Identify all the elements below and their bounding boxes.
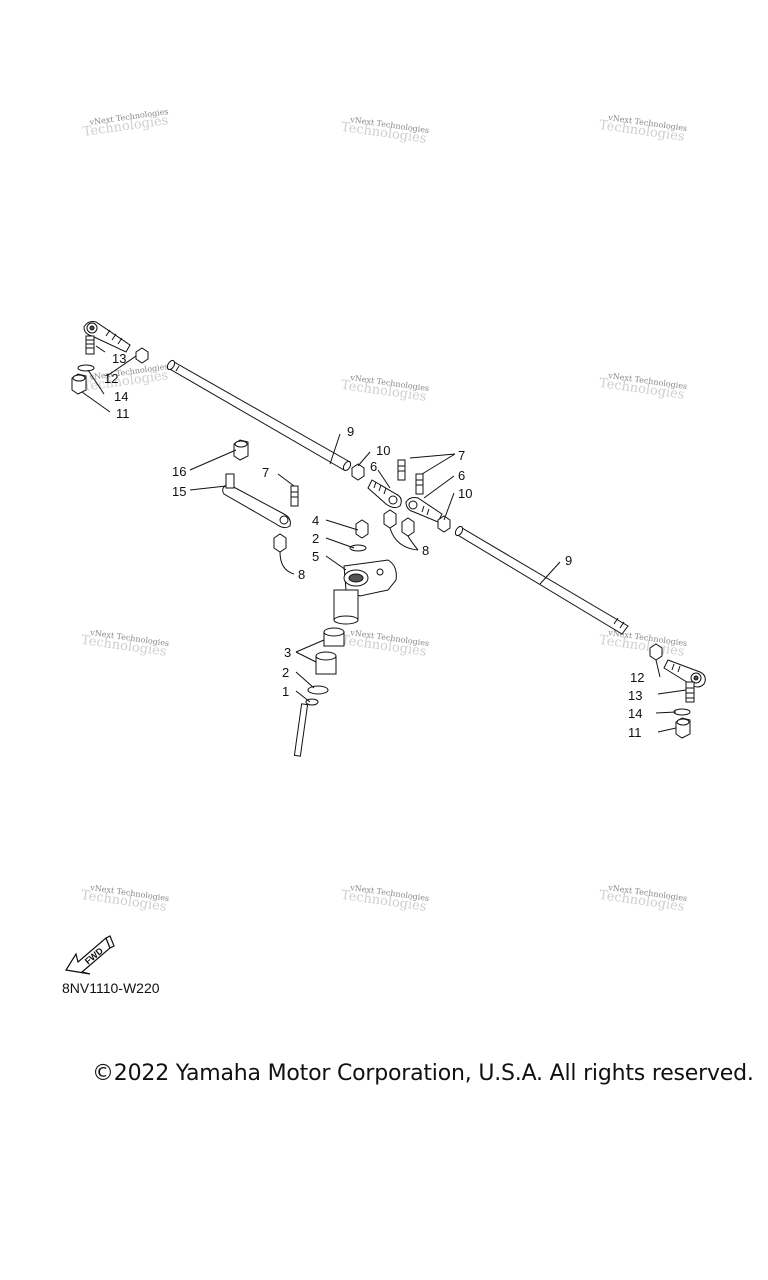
callout-2: 2	[312, 531, 319, 546]
bushing-3a	[323, 627, 345, 647]
bushing-3b	[315, 651, 337, 675]
washer-left	[77, 364, 95, 372]
callout-7: 7	[262, 465, 269, 480]
callout-6: 6	[370, 459, 377, 474]
pitman-bracket	[333, 559, 397, 625]
diagram-code: 8NV1110-W220	[62, 980, 160, 996]
callout-2: 2	[282, 665, 289, 680]
callout-15: 15	[172, 484, 186, 499]
callout-14: 14	[628, 706, 642, 721]
link-arm	[222, 473, 291, 529]
callout-9: 9	[347, 424, 354, 439]
callouts: 13 12 14 11 9 10 6 7 6 10 8 16 15 7 8 4 …	[104, 351, 644, 740]
rod-end-6a	[367, 479, 402, 509]
callout-16: 16	[172, 464, 186, 479]
callout-10: 10	[376, 443, 390, 458]
callout-4: 4	[312, 513, 319, 528]
bolt-left	[85, 335, 95, 355]
nut-left	[71, 373, 87, 395]
nut-8a	[383, 509, 397, 529]
callout-12: 12	[104, 371, 118, 386]
nut-16	[233, 439, 249, 461]
callout-1: 1	[282, 684, 289, 699]
leader-lines	[81, 345, 687, 733]
bolt-7c	[290, 485, 299, 507]
callout-6: 6	[458, 468, 465, 483]
bolt-1	[293, 698, 319, 757]
callout-7: 7	[458, 448, 465, 463]
bolt-right	[685, 681, 695, 703]
nut-4	[355, 519, 369, 539]
locknut-10b	[437, 515, 451, 533]
locknut-10a	[351, 463, 365, 481]
callout-13: 13	[112, 351, 126, 366]
left-rod-end	[83, 321, 131, 353]
nut-8c	[273, 533, 287, 553]
callout-3: 3	[284, 645, 291, 660]
callout-11: 11	[628, 725, 642, 740]
bolt-7b	[415, 473, 424, 495]
bolt-7a	[397, 459, 406, 481]
right-rod-end	[663, 659, 706, 688]
locknut-right	[649, 643, 663, 661]
callout-10: 10	[458, 486, 472, 501]
nut-right	[675, 717, 691, 739]
rod-end-6b	[405, 497, 443, 523]
callout-14: 14	[114, 389, 128, 404]
washer-right	[673, 708, 691, 716]
callout-13: 13	[628, 688, 642, 703]
fwd-arrow-icon: FWD	[65, 935, 115, 975]
callout-5: 5	[312, 549, 319, 564]
callout-11: 11	[116, 406, 130, 421]
callout-12: 12	[630, 670, 644, 685]
callout-9: 9	[565, 553, 572, 568]
callout-8: 8	[298, 567, 305, 582]
locknut-left	[135, 347, 149, 364]
left-tie-rod	[166, 359, 352, 472]
nut-8b	[401, 517, 415, 537]
copyright-notice: ©2022 Yamaha Motor Corporation, U.S.A. A…	[92, 1061, 754, 1086]
washer-2a	[349, 544, 367, 552]
callout-8: 8	[422, 543, 429, 558]
right-tie-rod	[454, 525, 629, 635]
washer-2b	[307, 685, 329, 695]
